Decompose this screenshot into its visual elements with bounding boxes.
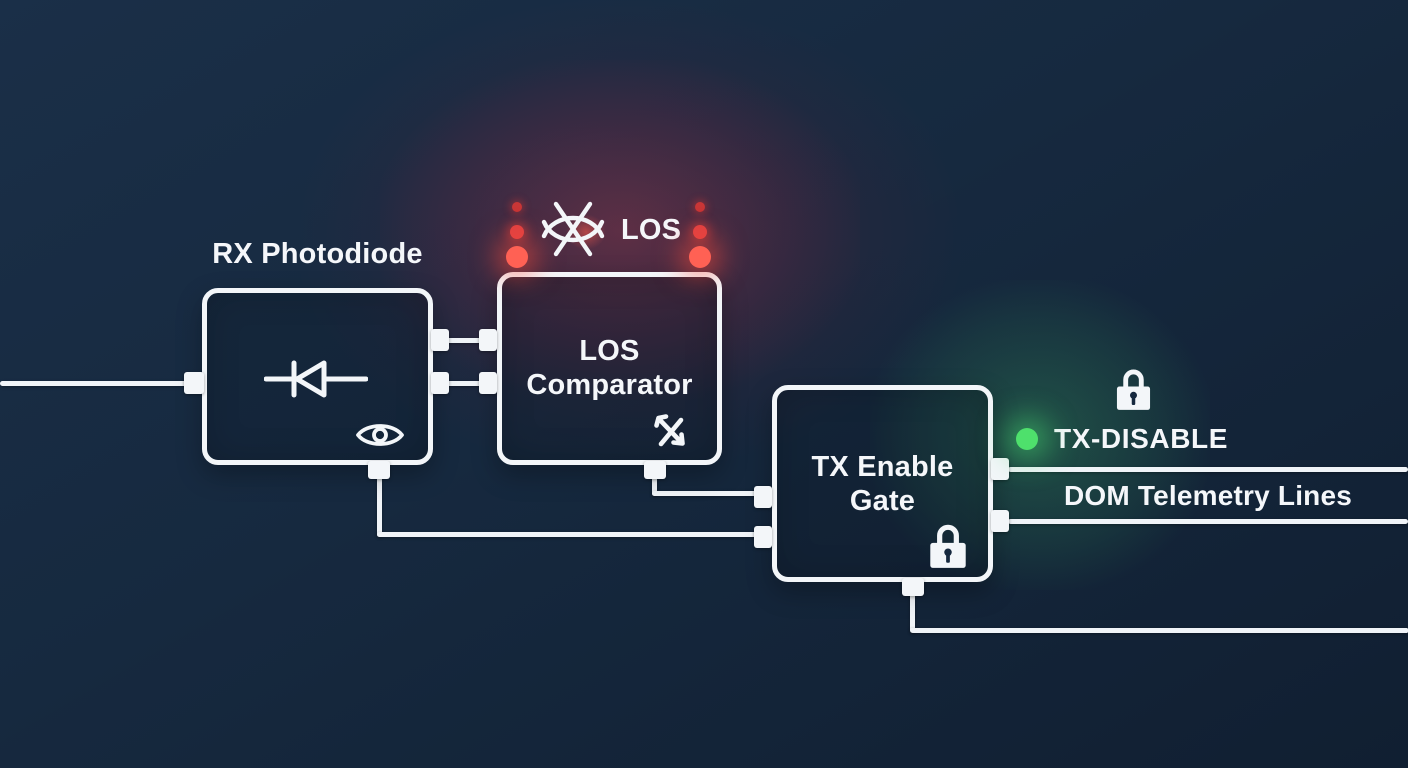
wire-rx-to-comparator-1 (445, 338, 485, 343)
red-led-left-small (512, 202, 522, 212)
eye-icon (356, 424, 404, 446)
crossed-arrows-icon (654, 414, 685, 447)
port (368, 461, 390, 479)
lock-icon (1116, 369, 1151, 410)
wire-rx-down (377, 472, 382, 537)
port (902, 578, 924, 596)
red-led-right-medium (693, 225, 707, 239)
los-comparator-label-line2: Comparator (526, 369, 693, 401)
port (991, 458, 1009, 480)
port (754, 526, 772, 548)
eye-off-icon (541, 201, 605, 257)
dom-telemetry-label: DOM Telemetry Lines (1064, 480, 1353, 511)
tx-enable-gate-label-line1: TX Enable (811, 451, 954, 483)
wire-optical-input (0, 381, 188, 386)
port (644, 461, 666, 479)
rx-photodiode-label-text: RX Photodiode (212, 238, 423, 270)
red-led-right-large (689, 246, 711, 268)
tx-enable-gate-label-line2: Gate (849, 485, 916, 517)
rx-photodiode-label: RX Photodiode (202, 238, 433, 271)
wire-rx-to-comparator-2 (445, 381, 485, 386)
rx-photodiode-block (202, 288, 433, 465)
wire-comparator-to-gate (652, 491, 760, 496)
lock-icon (930, 524, 966, 568)
port (479, 329, 497, 351)
los-comparator-label: LOS Comparator (497, 334, 722, 402)
los-comparator-block (497, 272, 722, 465)
tx-disable-status-dot (1016, 428, 1038, 450)
red-led-left-large (506, 246, 528, 268)
port (431, 372, 449, 394)
tx-enable-gate-label: TX Enable Gate (772, 450, 993, 518)
los-indicator-label: LOS (621, 214, 682, 246)
wire-telemetry-2 (1008, 519, 1408, 524)
red-led-left-medium (510, 225, 524, 239)
port (991, 510, 1009, 532)
port (431, 329, 449, 351)
port (754, 486, 772, 508)
wire-gate-down (910, 590, 915, 633)
los-comparator-label-line1: LOS (579, 335, 640, 367)
red-led-right-small (695, 202, 705, 212)
wire-rx-to-gate (377, 532, 760, 537)
tx-disable-label: TX-DISABLE (1054, 423, 1228, 454)
wire-comparator-down (652, 472, 657, 496)
port (479, 372, 497, 394)
port (184, 372, 204, 394)
wire-telemetry-1 (1008, 467, 1408, 472)
photodiode-icon (264, 360, 368, 398)
wire-gate-output (910, 628, 1408, 633)
